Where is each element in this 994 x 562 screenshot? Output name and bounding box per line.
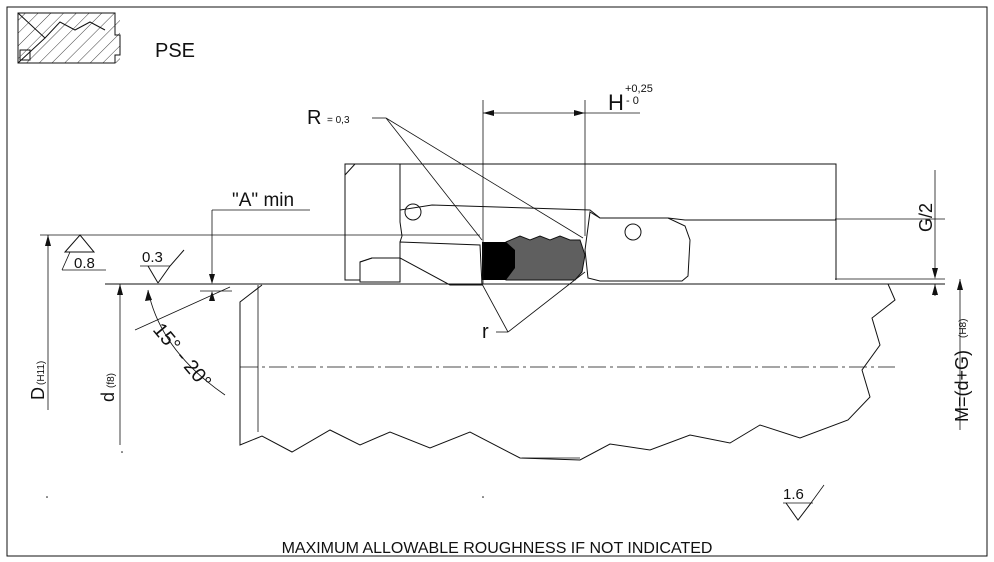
m-formula-tol: (H8) (958, 319, 969, 338)
roughness-bore: 0.8 (74, 255, 95, 272)
radius-callout (372, 117, 584, 241)
housing (344, 163, 837, 281)
drawing-frame (6, 6, 988, 557)
bore-diameter-label: D (28, 387, 48, 400)
rod-diameter-tol: (f8) (106, 373, 117, 388)
a-min-dimension (200, 209, 310, 301)
roughness-general-symbol (783, 484, 825, 521)
m-formula-label: M=(d+G) (952, 350, 972, 422)
roughness-rod-symbol (140, 249, 185, 284)
height-tol-lower: - 0 (626, 95, 639, 107)
roughness-note: MAXIMUM ALLOWABLE ROUGHNESS IF NOT INDIC… (282, 540, 713, 557)
height-label: H (608, 90, 624, 115)
height-dimension (482, 100, 640, 284)
g-half-label: G/2 (916, 203, 936, 232)
rod-diameter-dimension (117, 284, 123, 445)
profile-icon (17, 12, 121, 64)
bore-diameter-tol: (H11) (36, 361, 47, 385)
chamfer-angle-label: 15° - 20° (148, 319, 215, 393)
radius-label: R (307, 107, 321, 129)
rod (239, 283, 896, 461)
roughness-bore-symbol (61, 234, 106, 271)
profile-code: PSE (155, 40, 195, 62)
a-min-label: "A" min (232, 190, 294, 211)
height-tol-upper: +0,25 (625, 83, 653, 95)
roughness-general: 1.6 (783, 486, 804, 503)
g-half-dimension (932, 170, 938, 296)
radius-value: = 0,3 (327, 115, 350, 126)
bore-diameter-dimension (45, 235, 51, 410)
rod-diameter-label: d (98, 392, 118, 402)
gland-ring (359, 203, 691, 286)
small-radius-label: r (482, 321, 489, 343)
m-dimension (957, 279, 963, 430)
small-radius-callout (481, 271, 586, 333)
chamfer-angle-dimension (134, 286, 231, 396)
seal (482, 235, 586, 281)
roughness-rod: 0.3 (142, 249, 163, 266)
